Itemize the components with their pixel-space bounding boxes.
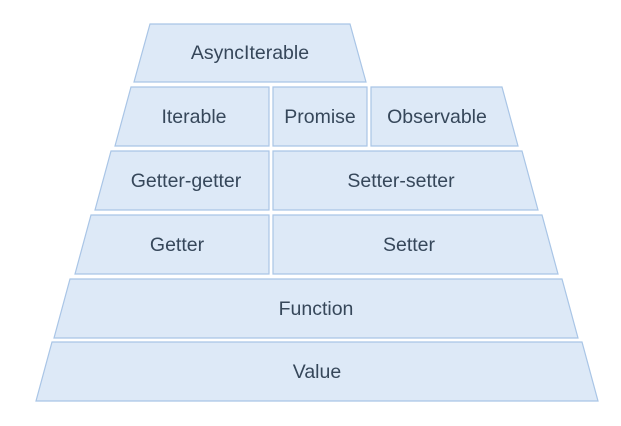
label-function: Function [279,298,354,320]
block-observable [370,86,519,147]
block-getter-getter [94,150,270,211]
layer-iterable-promise-observable: Iterable Promise Observable [114,86,519,147]
block-setter-setter [272,150,539,211]
layer-asynciterable: AsyncIterable [133,23,367,83]
label-setter: Setter [383,234,436,256]
block-asynciterable [133,23,367,83]
block-iterable [114,86,270,147]
block-promise [272,86,368,147]
label-getter: Getter [150,234,205,256]
label-iterable: Iterable [161,106,226,128]
label-value: Value [293,361,341,383]
block-function [53,278,579,339]
block-getter [74,214,270,275]
label-getter-getter: Getter-getter [131,170,242,192]
label-promise: Promise [284,106,356,128]
layer-getter-setter: Getter Setter [74,214,559,275]
layer-function: Function [53,278,579,339]
label-asynciterable: AsyncIterable [191,42,309,64]
layer-value: Value [35,341,599,402]
block-value [35,341,599,402]
block-setter [272,214,559,275]
layer-getter-getter-setter-setter: Getter-getter Setter-setter [94,150,539,211]
label-setter-setter: Setter-setter [347,170,455,192]
label-observable: Observable [387,106,487,128]
